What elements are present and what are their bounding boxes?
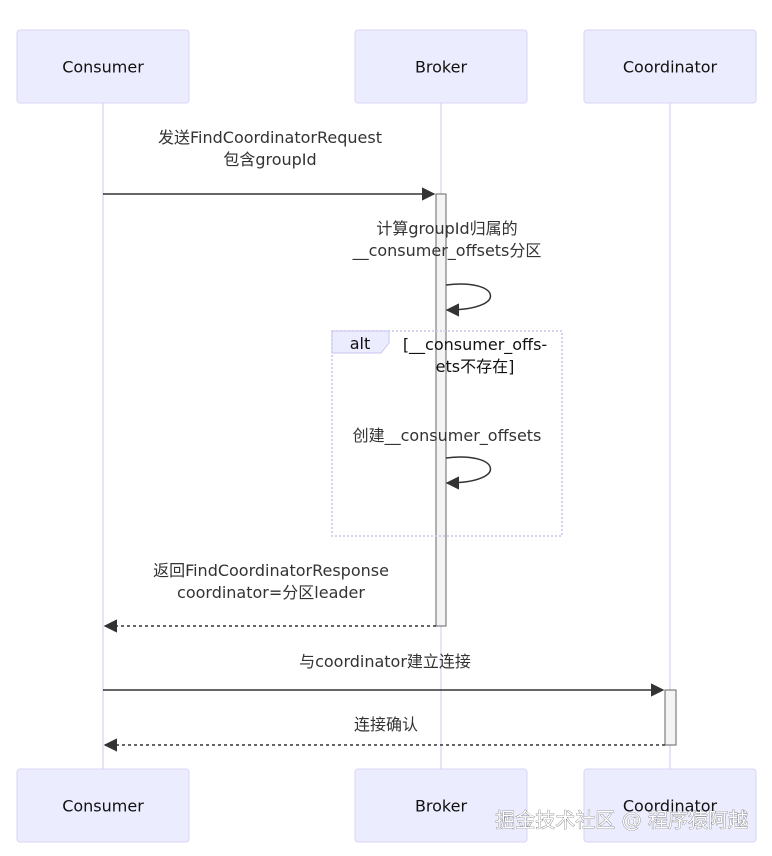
message-3-label: 创建__consumer_offsets [353, 426, 542, 446]
message-connection-ack: 连接确认 [103, 715, 665, 752]
alt-tab [331, 330, 390, 354]
actor-coordinator-label-bottom: Coordinator [623, 797, 718, 816]
message-2-loop-arrow [445, 283, 492, 317]
alt-keyword: alt [350, 334, 371, 353]
message-compute-partition: 计算groupId归属的 __consumer_offsets分区 [352, 219, 542, 317]
message-2-line2: __consumer_offsets分区 [352, 241, 542, 261]
broker-activation [435, 193, 447, 627]
message-2-line1: 计算groupId归属的 [376, 219, 517, 238]
message-1-line1: 发送FindCoordinatorRequest [158, 128, 382, 147]
message-create-offsets-topic: 创建__consumer_offsets [353, 426, 542, 490]
message-1-line2: 包含groupId [223, 150, 316, 169]
message-connect-coordinator: 与coordinator建立连接 [103, 652, 665, 697]
watermark-text: 掘金技术社区 @ 程序猿阿越 [495, 808, 748, 832]
actor-broker-label-bottom: Broker [415, 797, 468, 816]
actor-consumer-bottom: Consumer [16, 768, 190, 843]
coordinator-activation [664, 689, 677, 746]
message-5-label: 与coordinator建立连接 [299, 652, 471, 671]
actor-consumer-label-bottom: Consumer [62, 797, 144, 816]
actor-coordinator-label: Coordinator [623, 58, 718, 77]
actor-broker-label: Broker [415, 58, 468, 77]
actor-consumer-label: Consumer [62, 58, 144, 77]
alt-frame: alt [__consumer_offs- ets不存在] [331, 330, 563, 537]
actor-coordinator-top: Coordinator [583, 29, 757, 104]
message-4-line1: 返回FindCoordinatorResponse [153, 561, 389, 580]
actor-consumer-top: Consumer [16, 29, 190, 104]
message-6-label: 连接确认 [354, 715, 418, 734]
alt-condition-line1: [__consumer_offs- [403, 335, 547, 355]
actor-coordinator-bottom: Coordinator [583, 768, 757, 843]
actor-broker-top: Broker [354, 29, 528, 104]
message-3-loop-arrow [445, 456, 492, 490]
message-4-line2: coordinator=分区leader [177, 583, 365, 602]
message-find-coordinator-response: 返回FindCoordinatorResponse coordinator=分区… [103, 561, 436, 633]
alt-condition-line2: ets不存在] [436, 357, 515, 376]
actor-broker-bottom: Broker [354, 768, 528, 843]
message-find-coordinator-request: 发送FindCoordinatorRequest 包含groupId [103, 128, 436, 201]
